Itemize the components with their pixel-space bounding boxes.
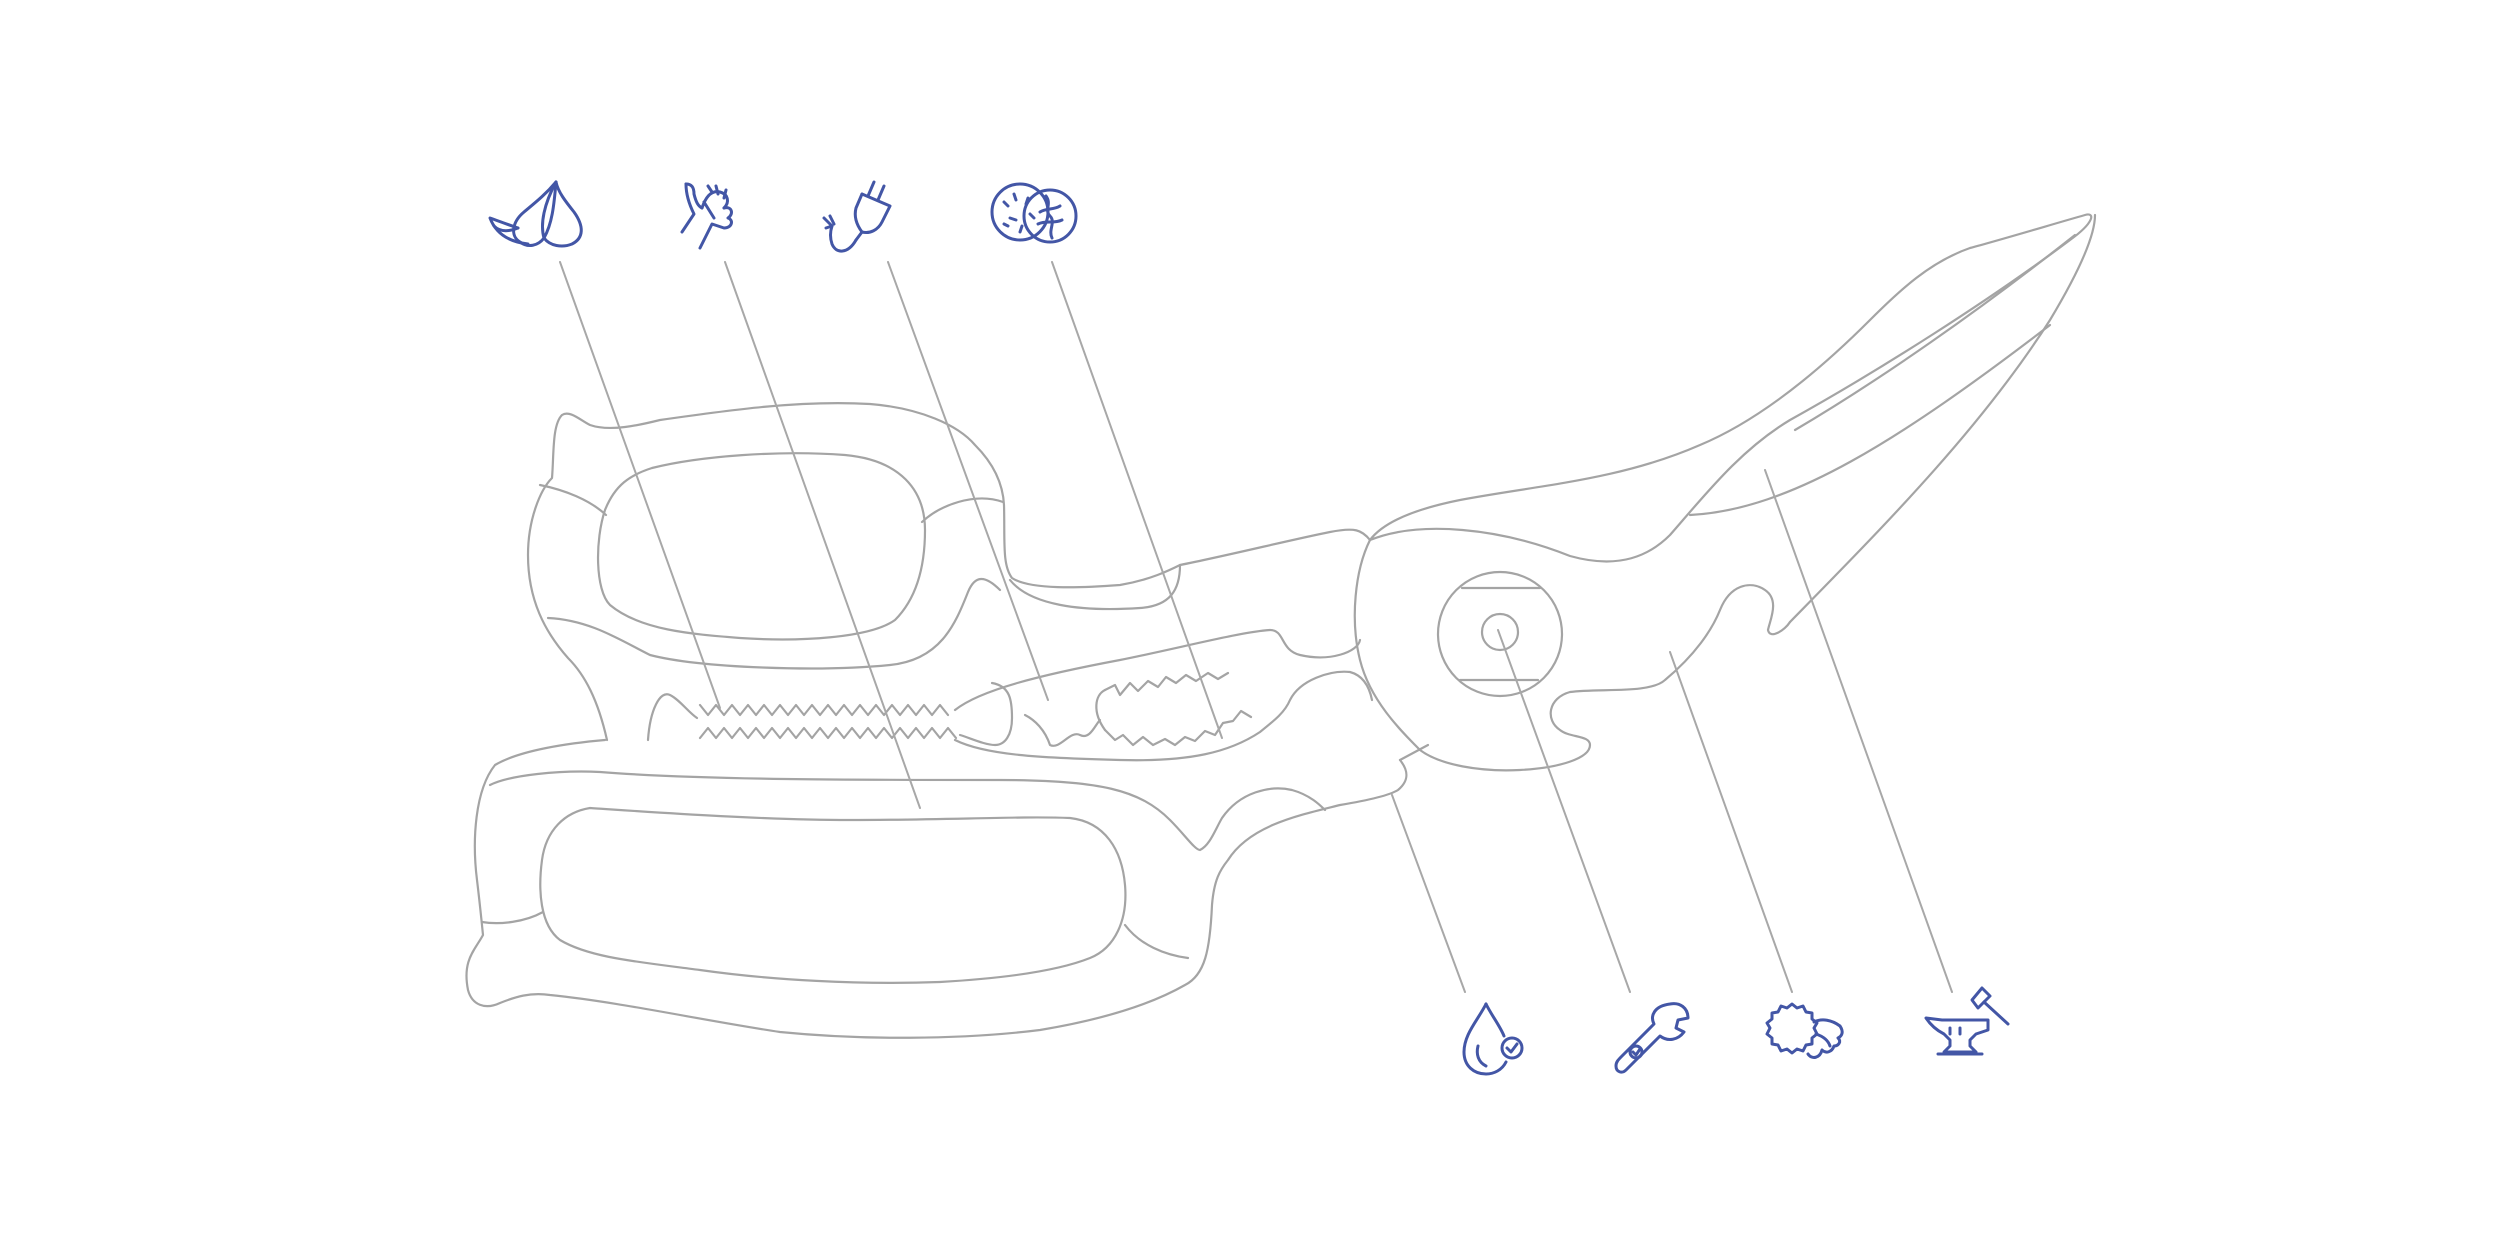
gripper-lower-teeth	[698, 726, 958, 740]
leader-nut	[1051, 261, 1223, 739]
scissors-illustration	[465, 213, 2097, 1039]
water-drop-check-icon	[1462, 1002, 1524, 1076]
pivot-screw	[1480, 612, 1520, 652]
anvil-hammer-icon	[1924, 986, 2010, 1056]
upper-handle-grip	[546, 577, 1002, 670]
leader-wire	[887, 261, 1049, 701]
nutcracker-left-contour	[1095, 688, 1107, 732]
jaw-inner-left	[958, 681, 1014, 747]
leader-lines	[559, 261, 1953, 993]
herb-hand-icon	[680, 182, 733, 250]
upper-handle-outer	[526, 402, 1372, 742]
bottle-cap-icon	[1765, 1002, 1844, 1059]
leader-garlic	[559, 261, 721, 709]
gripper-upper-teeth	[698, 703, 950, 717]
leader-forged	[1764, 469, 1953, 993]
nutcracker-lower-teeth	[1103, 709, 1253, 747]
garlic-icon	[488, 180, 583, 248]
leader-dishwasher	[1391, 794, 1466, 993]
upper-blade	[1368, 213, 2093, 563]
pivot-ring	[1436, 570, 1564, 698]
lower-blade	[1788, 213, 2097, 624]
leader-cap	[1669, 651, 1793, 993]
gripper-bridge	[646, 693, 699, 742]
lower-handle-seam-b	[1123, 923, 1190, 960]
lower-handle-seam-a	[480, 910, 545, 925]
jaw-inner-mid	[1023, 713, 1102, 747]
jaw-upper-edge	[953, 628, 1362, 712]
lower-handle-outer	[465, 738, 1408, 1039]
jaw-lower-edge	[953, 670, 1374, 762]
lower-blade-edge	[1688, 323, 2052, 517]
upper-handle-inner-rail	[1008, 563, 1182, 611]
plug-wire-icon	[822, 180, 892, 253]
lower-handle-hole	[539, 806, 1127, 984]
upper-handle-hole	[596, 452, 927, 641]
leader-herbs	[724, 261, 921, 809]
walnut-icon	[990, 182, 1078, 244]
leader-tool	[1497, 629, 1631, 993]
lower-handle-grip	[488, 770, 1327, 852]
wrench-icon	[1614, 1002, 1690, 1074]
pivot-plate	[1353, 538, 1792, 772]
upper-blade-spine	[1793, 233, 2077, 432]
nutcracker-upper-teeth	[1103, 671, 1230, 697]
upper-handle-seam-a	[538, 483, 608, 517]
pivot-collar	[1398, 743, 1430, 762]
upper-handle-seam-b	[920, 497, 1005, 524]
